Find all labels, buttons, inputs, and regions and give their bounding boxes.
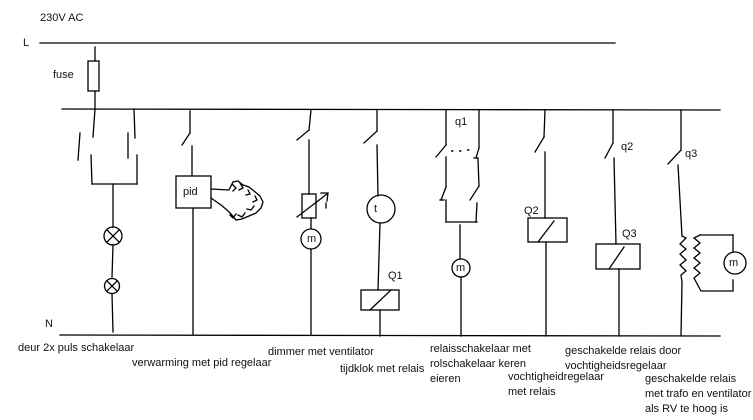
- circuit-label-roller: relaisschakelaar met rolschakelaar keren…: [430, 343, 531, 385]
- heating-element-symbol: [210, 180, 264, 221]
- mechanical-link-dots: [451, 149, 470, 152]
- neutral-rail-N: [59, 334, 721, 337]
- roller-circuit: [435, 109, 480, 337]
- bus-rail: [61, 108, 721, 111]
- motor-label-roller: m: [456, 262, 466, 274]
- contact-q1-label: q1: [455, 116, 468, 128]
- timer-symbol: [366, 194, 396, 224]
- circuit-label-heating: verwarming met pid regelaar: [132, 357, 272, 369]
- trafo-fan-circuit: [667, 109, 747, 337]
- circuit-label-dimmer: dimmer met ventilator: [268, 346, 374, 358]
- relay-coil-Q3: [595, 243, 641, 270]
- lamp-symbol: [103, 226, 123, 246]
- circuit-label-trafo-fan: geschakelde relais met trafo en ventilat…: [645, 373, 752, 415]
- transformer-secondary: [692, 234, 734, 292]
- neutral-label: N: [45, 318, 53, 330]
- supply-voltage-label: 230V AC: [40, 12, 84, 24]
- switched-relay-circuit: [595, 109, 641, 337]
- fuse-symbol: [87, 46, 100, 110]
- contact-q3-label: q3: [685, 148, 698, 160]
- circuit-label-timer: tijdklok met relais: [340, 363, 425, 375]
- motor-label-dimmer: m: [307, 233, 317, 245]
- heating-circuit: [175, 110, 264, 336]
- motor-label-trafo: m: [729, 257, 739, 269]
- pid-label: pid: [183, 186, 198, 198]
- fuse-label: fuse: [53, 69, 74, 81]
- variable-resistor-symbol: [301, 193, 317, 219]
- circuit-label-humidity: vochtigheidregelaar met relais: [508, 371, 605, 398]
- timer-label: t: [374, 203, 378, 215]
- line-label: L: [23, 37, 30, 49]
- humidity-circuit: [527, 109, 568, 337]
- timer-circuit: [360, 109, 400, 337]
- motor-symbol: [723, 251, 747, 275]
- relay-Q3-label: Q3: [622, 228, 637, 240]
- transformer-primary: [679, 235, 688, 337]
- circuit-label-door: deur 2x puls schakelaar: [18, 342, 135, 354]
- lamp-symbol: [103, 277, 121, 295]
- relay-coil-Q2: [527, 217, 568, 243]
- relay-Q1-label: Q1: [388, 270, 403, 282]
- door-circuit: [77, 108, 138, 333]
- contact-q2-label: q2: [621, 141, 634, 153]
- relay-Q2-label: Q2: [524, 205, 539, 217]
- dimmer-circuit: [296, 109, 329, 336]
- circuit-label-switched-relay: geschakelde relais door vochtigheidsrege…: [565, 345, 682, 372]
